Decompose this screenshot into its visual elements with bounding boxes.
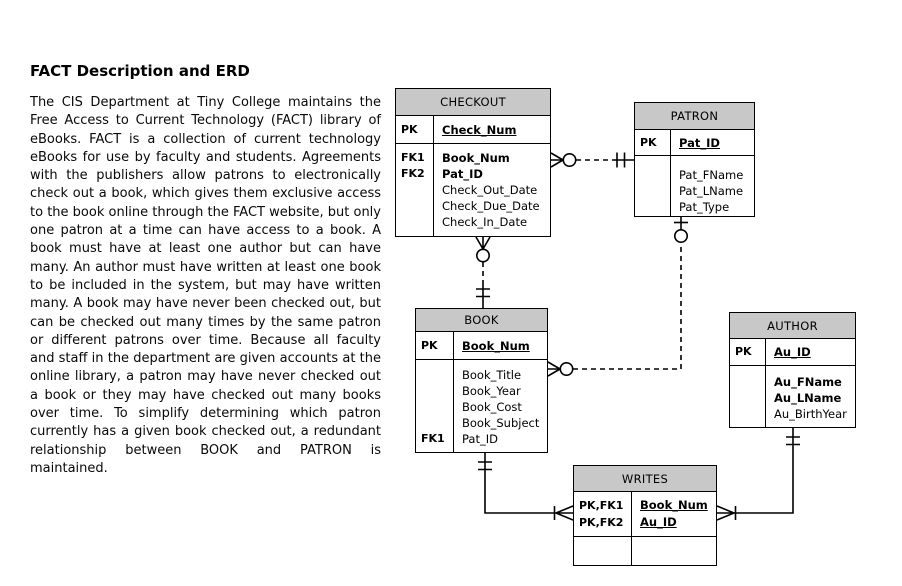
key-label: PK [401, 122, 418, 136]
entity-title: CHECKOUT [440, 95, 506, 109]
entity-writes: WRITES PK,FK1 PK,FK2 Book_Num Au_ID [573, 465, 717, 566]
entity-title: AUTHOR [767, 318, 818, 333]
entity-author-header: AUTHOR [730, 313, 855, 339]
attribute-pat-fname: Pat_FName [679, 168, 744, 182]
one-bars-icon [786, 436, 800, 446]
attribute-pat-id: Pat_ID [679, 135, 720, 150]
author-pk-section: PK Au_ID [730, 339, 855, 366]
optional-circle-icon [673, 229, 688, 244]
attribute-check-due-date: Check_Due_Date [442, 199, 540, 213]
attribute-book-year: Book_Year [462, 384, 521, 398]
relationship-author-writes [716, 428, 800, 521]
key-label: PK [421, 338, 438, 352]
attribute-au-id: Au_ID [640, 515, 677, 529]
optional-circle-icon [475, 248, 490, 263]
attribute-au-lname: Au_LName [774, 391, 842, 405]
entity-title: BOOK [464, 313, 499, 327]
entity-patron: PATRON PK Pat_ID Pat_FName Pat_LName Pat… [634, 102, 755, 217]
description-paragraph: The CIS Department at Tiny College maint… [30, 95, 381, 476]
crow-foot-icon [555, 505, 574, 521]
key-label: PK,FK2 [579, 516, 624, 529]
book-pk-section: PK Book_Num [416, 332, 547, 360]
attribute-au-id: Au_ID [774, 345, 811, 359]
optional-circle-icon [559, 361, 574, 376]
attribute-book-subject: Book_Subject [462, 416, 540, 430]
author-body-section: Au_FName Au_LName Au_BirthYear [730, 366, 855, 427]
attribute-book-cost: Book_Cost [462, 400, 522, 414]
book-body-section: FK1 Book_Title Book_Year Book_Cost Book_… [416, 360, 547, 452]
one-bars-icon [616, 152, 626, 168]
entity-title: PATRON [670, 109, 719, 123]
patron-body-section: Pat_FName Pat_LName Pat_Type [635, 156, 754, 216]
attribute-pat-lname: Pat_LName [679, 184, 744, 198]
relationship-checkout-patron [550, 152, 634, 168]
attribute-book-num: Book_Num [442, 151, 510, 165]
entity-book-header: BOOK [416, 309, 547, 332]
page-title: FACT Description and ERD [30, 62, 250, 80]
checkout-pk-section: PK Check_Num [396, 116, 550, 144]
attribute-pat-type: Pat_Type [679, 200, 730, 214]
one-bars-icon [478, 461, 492, 471]
writes-pk-section: PK,FK1 PK,FK2 Book_Num Au_ID [574, 492, 716, 537]
key-label: FK1 [421, 432, 445, 445]
attribute-au-fname: Au_FName [774, 375, 842, 389]
entity-book: BOOK PK Book_Num FK1 Book_Title Book_Yea… [415, 308, 548, 453]
entity-checkout: CHECKOUT PK Check_Num FK1 FK2 Book_Num P… [395, 88, 551, 237]
crow-foot-icon [547, 361, 561, 377]
attribute-check-in-date: Check_In_Date [442, 215, 528, 229]
attribute-book-num: Book_Num [462, 338, 530, 353]
key-label: PK [735, 345, 752, 358]
attribute-book-num: Book_Num [640, 498, 708, 512]
entity-checkout-header: CHECKOUT [396, 89, 550, 116]
attribute-check-out-date: Check_Out_Date [442, 183, 538, 197]
relationship-checkout-book [475, 236, 491, 308]
crow-foot-icon [716, 505, 735, 521]
key-label: FK2 [401, 167, 425, 180]
relationship-book-patron [547, 217, 688, 377]
fact-description: FACT Description and ERD The CIS Departm… [30, 62, 381, 478]
crow-foot-icon [550, 152, 564, 168]
relationship-book-writes [478, 453, 574, 521]
one-bars-icon [476, 288, 490, 298]
attribute-pat-id: Pat_ID [442, 167, 483, 181]
entity-patron-header: PATRON [635, 103, 754, 130]
attribute-pat-id: Pat_ID [462, 432, 498, 446]
entity-writes-header: WRITES [574, 466, 716, 492]
attribute-book-title: Book_Title [462, 368, 522, 382]
key-label: FK1 [401, 151, 425, 164]
writes-body-section [574, 537, 716, 565]
crow-foot-icon [475, 236, 491, 250]
patron-pk-section: PK Pat_ID [635, 130, 754, 156]
attribute-au-birthyear: Au_BirthYear [774, 407, 847, 421]
optional-circle-icon [562, 153, 577, 168]
entity-title: WRITES [621, 471, 669, 486]
attribute-check-num: Check_Num [442, 122, 517, 137]
key-label: PK,FK1 [579, 499, 624, 512]
checkout-body-section: FK1 FK2 Book_Num Pat_ID Check_Out_Date C… [396, 144, 550, 236]
key-label: PK [640, 135, 657, 149]
entity-author: AUTHOR PK Au_ID Au_FName Au_LName Au_Bir… [729, 312, 856, 428]
